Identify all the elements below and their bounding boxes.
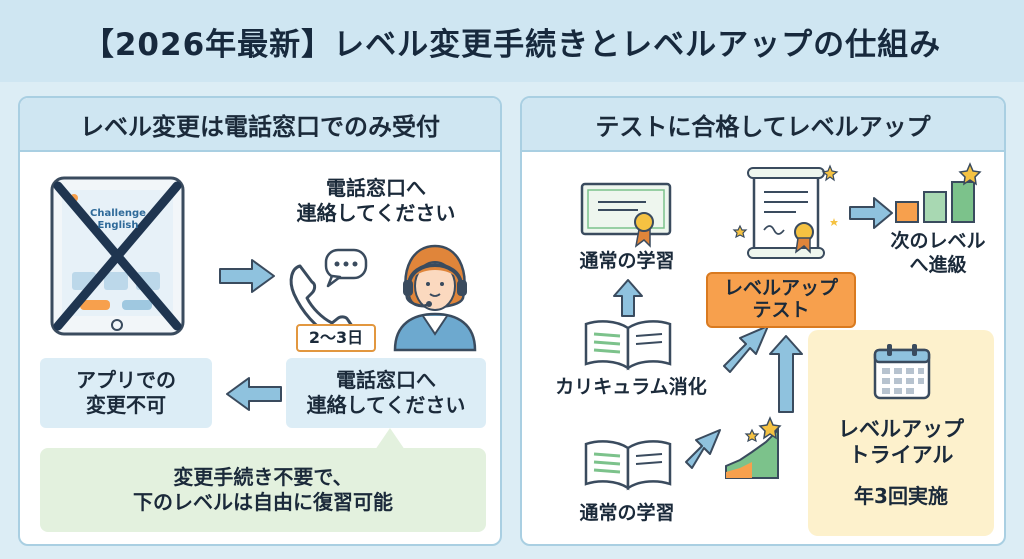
right-panel-header: テストに合格してレベルアップ bbox=[522, 98, 1004, 152]
note-pointer bbox=[375, 428, 405, 450]
levelup-trial-box: レベルアップ トライアル 年3回実施 bbox=[808, 330, 994, 536]
open-book-icon-2 bbox=[584, 440, 672, 491]
open-book-icon bbox=[584, 320, 672, 371]
app-not-allowed-text: アプリでの 変更不可 bbox=[76, 368, 176, 417]
arrow-diagonal-2 bbox=[682, 426, 726, 470]
operator-illustration bbox=[385, 238, 485, 352]
levelup-test-box: レベルアップ テスト bbox=[706, 272, 856, 328]
calendar-icon bbox=[873, 344, 931, 400]
certificate-illustration bbox=[580, 182, 672, 248]
tablet-icon bbox=[50, 176, 185, 336]
note-box: 変更手続き不要で、 下のレベルは自由に復習可能 bbox=[40, 448, 486, 532]
phone-illustration bbox=[282, 246, 372, 346]
arrow-left-1 bbox=[225, 376, 283, 412]
contact-box: 電話窓口へ 連絡してください bbox=[286, 358, 486, 428]
calendar-illustration bbox=[872, 342, 932, 402]
arrow-right-1 bbox=[218, 258, 276, 294]
certificate-icon bbox=[580, 182, 672, 248]
arrow-up-icon bbox=[613, 279, 643, 317]
arrow-diagonal-1 bbox=[718, 320, 774, 376]
right-panel: テストに合格してレベルアップ 通常の学習 カリキュラム消化 bbox=[520, 96, 1006, 546]
operator-icon bbox=[393, 244, 477, 352]
right-panel-heading: テストに合格してレベルアップ bbox=[595, 112, 931, 141]
title-bar: 【2026年最新】レベル変更手続きとレベルアップの仕組み bbox=[0, 0, 1024, 82]
phone-caption: 電話窓口へ 連絡してください bbox=[296, 176, 456, 225]
left-panel-heading: レベル変更は電話窓口でのみ受付 bbox=[80, 112, 440, 141]
levelup-test-text: レベルアップ テスト bbox=[723, 277, 838, 321]
duration-badge: 2〜3日 bbox=[296, 324, 376, 352]
tablet-illustration: Challenge English bbox=[50, 176, 185, 336]
growth-chart-icon bbox=[725, 416, 782, 479]
arrow-left-icon bbox=[226, 377, 282, 411]
page-title: 【2026年最新】レベル変更手続きとレベルアップの仕組み bbox=[82, 26, 942, 63]
app-not-allowed-box: アプリでの 変更不可 bbox=[40, 358, 212, 428]
contact-box-text: 電話窓口へ 連絡してください bbox=[306, 368, 466, 417]
book-illustration-2 bbox=[582, 438, 674, 491]
phone-icon bbox=[289, 248, 368, 341]
scroll-certificate-icon bbox=[732, 164, 839, 259]
trial-title: レベルアップ トライアル bbox=[838, 417, 964, 468]
note-box-text: 変更手続き不要で、 下のレベルは自由に復習可能 bbox=[133, 465, 393, 514]
study-top-label: 通常の学習 bbox=[579, 250, 675, 272]
arrow-diagonal-icon bbox=[723, 325, 769, 373]
arrow-right-icon-2 bbox=[849, 197, 893, 229]
arrow-diagonal-icon-2 bbox=[685, 429, 721, 469]
study-bottom-label: 通常の学習 bbox=[579, 502, 675, 524]
next-level-label: 次のレベル へ進級 bbox=[890, 230, 986, 276]
level-bars-icon bbox=[895, 162, 982, 223]
arrow-up-icon-2 bbox=[769, 335, 803, 413]
arrow-up-2 bbox=[768, 334, 804, 414]
trial-frequency: 年3回実施 bbox=[854, 484, 948, 508]
book-illustration-1 bbox=[582, 318, 674, 371]
curriculum-label: カリキュラム消化 bbox=[555, 376, 707, 398]
scroll-illustration bbox=[732, 164, 844, 264]
tablet-app-title: Challenge English bbox=[90, 208, 146, 231]
arrow-right-icon bbox=[219, 259, 275, 293]
arrow-up-1 bbox=[612, 278, 644, 318]
left-panel: レベル変更は電話窓口でのみ受付 Challenge English 電話窓口へ … bbox=[18, 96, 502, 546]
arrow-right-2 bbox=[848, 196, 894, 230]
level-bars-illustration bbox=[894, 162, 984, 226]
growth-chart-illustration bbox=[722, 416, 786, 482]
left-panel-header: レベル変更は電話窓口でのみ受付 bbox=[20, 98, 500, 152]
